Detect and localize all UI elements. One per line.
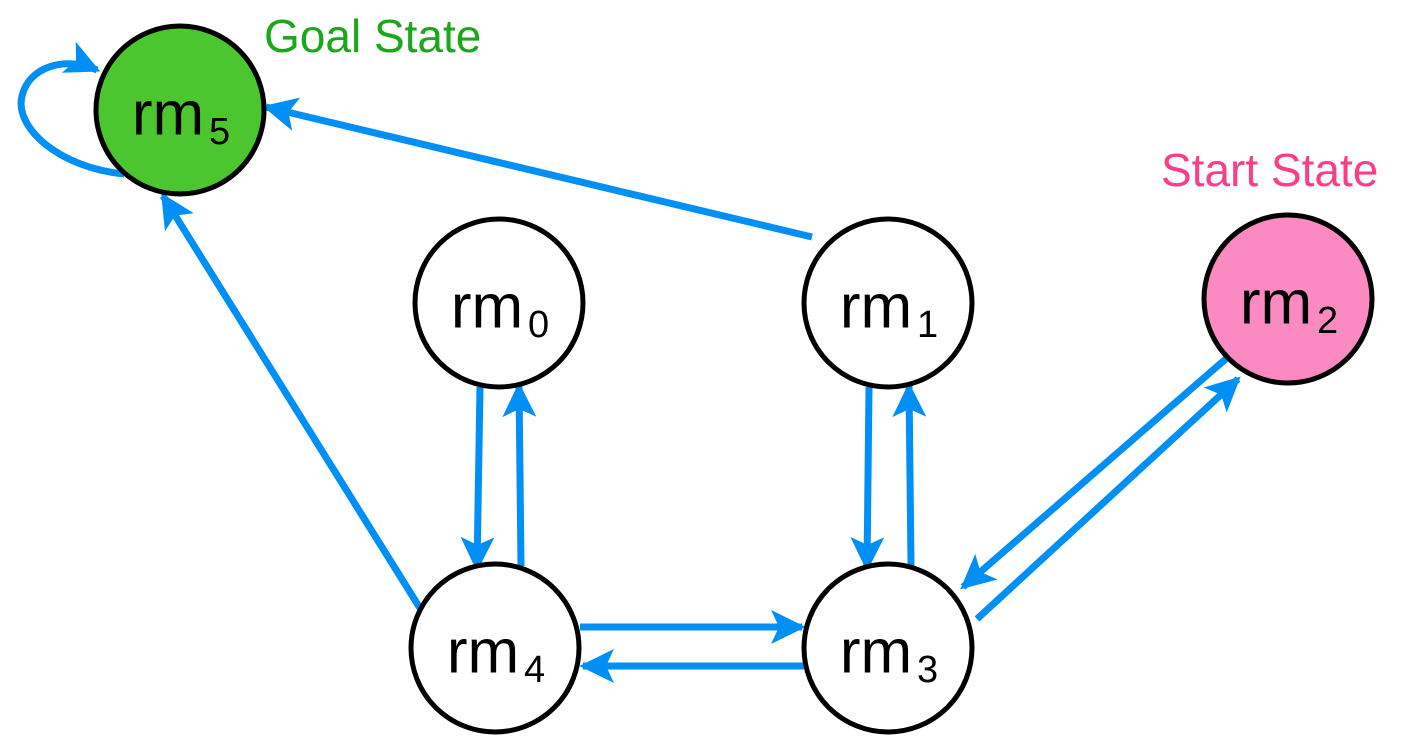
edge-rm1-to-rm3[interactable] bbox=[850, 386, 885, 572]
node-rm3[interactable]: rm 3 bbox=[801, 561, 975, 735]
node-rm2-subscript: 2 bbox=[1317, 300, 1338, 342]
node-rm3-label: rm bbox=[840, 618, 912, 687]
edge-rm4-to-rm0[interactable] bbox=[502, 382, 537, 567]
edge-rm0-to-rm4[interactable] bbox=[460, 386, 495, 572]
edge-rm3-to-rm1[interactable] bbox=[892, 382, 927, 567]
node-rm2-label: rm bbox=[1240, 269, 1312, 338]
node-rm0-label: rm bbox=[451, 273, 523, 342]
node-rm5-subscript: 5 bbox=[209, 111, 230, 153]
node-rm4-circle[interactable] bbox=[408, 561, 582, 735]
node-layer: rm 5 rm 0 rm 1 rm 2 bbox=[93, 23, 1375, 735]
edge-rm1-to-rm5[interactable] bbox=[262, 97, 813, 241]
edge-rm3-to-rm2[interactable] bbox=[974, 376, 1241, 622]
node-rm0-circle[interactable] bbox=[412, 216, 586, 390]
node-rm4-label: rm bbox=[447, 618, 519, 687]
node-rm3-subscript: 3 bbox=[917, 649, 938, 691]
node-rm4-subscript: 4 bbox=[524, 649, 545, 691]
node-rm2-circle[interactable] bbox=[1201, 212, 1375, 386]
node-rm4[interactable]: rm 4 bbox=[408, 561, 582, 735]
start-state-caption: Start State bbox=[1161, 144, 1378, 196]
node-rm1[interactable]: rm 1 bbox=[801, 216, 975, 390]
node-rm1-label: rm bbox=[840, 273, 912, 342]
edge-rm2-to-rm3[interactable] bbox=[960, 354, 1231, 590]
goal-state-caption: Goal State bbox=[264, 10, 481, 62]
node-rm3-circle[interactable] bbox=[801, 561, 975, 735]
node-rm5-circle[interactable] bbox=[93, 23, 267, 197]
node-rm0[interactable]: rm 0 bbox=[412, 216, 586, 390]
node-rm1-circle[interactable] bbox=[801, 216, 975, 390]
node-rm5-label: rm bbox=[132, 80, 204, 149]
edge-rm5-to-rm5-self-loop[interactable] bbox=[17, 41, 125, 178]
edge-rm4-to-rm5[interactable] bbox=[160, 192, 431, 623]
node-rm2[interactable]: rm 2 bbox=[1201, 212, 1375, 386]
node-rm1-subscript: 1 bbox=[917, 304, 938, 346]
node-rm5[interactable]: rm 5 bbox=[93, 23, 267, 197]
edge-layer bbox=[17, 41, 1241, 683]
node-rm0-subscript: 0 bbox=[528, 304, 549, 346]
caption-layer: Goal State Start State bbox=[264, 10, 1378, 196]
